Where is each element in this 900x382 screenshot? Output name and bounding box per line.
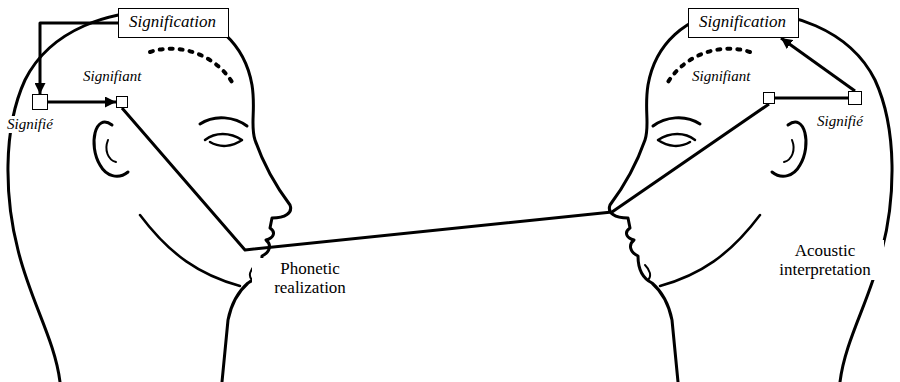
- connector-line: [775, 97, 848, 100]
- connector-line: [781, 38, 855, 91]
- process-label: Phonetic realization: [252, 258, 368, 298]
- listener-head: [609, 12, 892, 382]
- sign-square: Signifiant: [116, 96, 128, 108]
- sign-square: Signifié: [848, 91, 862, 105]
- sign-label: Signifié: [815, 113, 865, 130]
- speaker-head: [8, 12, 291, 382]
- sign-label: Signifié: [5, 116, 55, 133]
- sign-square: Signifié: [32, 94, 48, 110]
- concept-box: Signification: [688, 8, 799, 38]
- connector-line: [122, 104, 769, 250]
- concept-box: Signification: [118, 8, 229, 38]
- concept-title: Signification: [699, 12, 786, 32]
- process-label: Acoustic interpretation: [766, 240, 884, 280]
- sign-label: Signifiant: [81, 68, 143, 85]
- sign-square: Signifiant: [763, 92, 775, 104]
- concept-title: Signification: [129, 12, 216, 32]
- connector-line: [48, 101, 116, 104]
- sign-label: Signifiant: [690, 68, 752, 85]
